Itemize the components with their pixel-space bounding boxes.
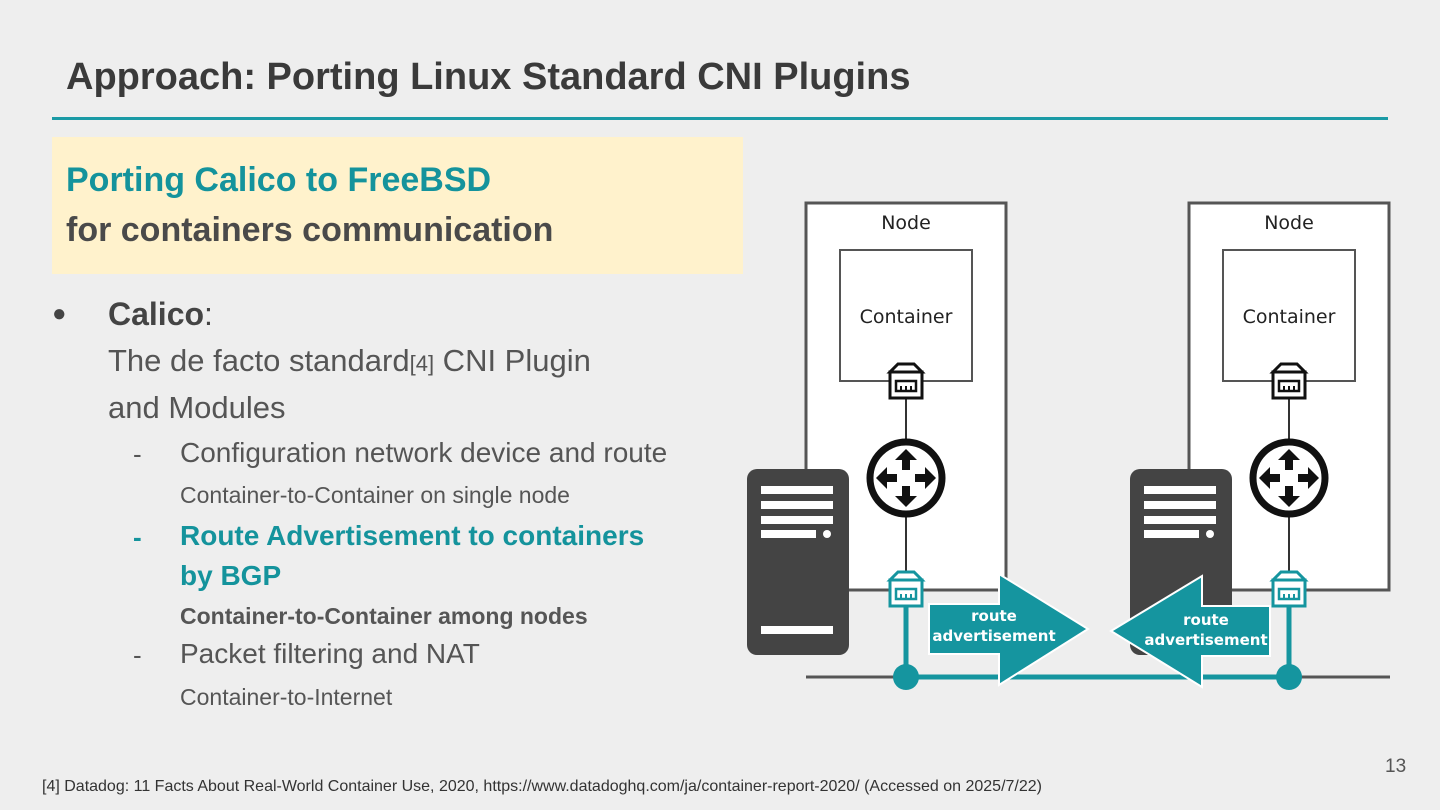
sub-item-main: Configuration network device and route xyxy=(180,437,668,468)
title-divider xyxy=(52,117,1388,120)
router-icon xyxy=(1253,442,1325,514)
router-icon xyxy=(870,442,942,514)
container-box-right xyxy=(1222,249,1356,382)
callout-box xyxy=(52,137,743,274)
sub-item-main: Packet filtering and NAT xyxy=(180,638,480,669)
dash-marker: - xyxy=(133,522,142,552)
container-label: Container xyxy=(860,306,953,328)
calico-heading: Calico: xyxy=(108,296,213,333)
bullet-dot: ● xyxy=(52,300,67,327)
arrow-label-line1: route xyxy=(1183,611,1229,629)
node-label: Node xyxy=(881,212,931,234)
arrow-label-line2: advertisement xyxy=(1144,631,1267,649)
desc-part1: The de facto standard xyxy=(108,343,410,378)
callout-heading: Porting Calico to FreeBSD xyxy=(66,161,492,199)
sub-item-main-cont: by BGP xyxy=(180,560,282,591)
dash-marker: - xyxy=(133,439,142,469)
node-connection-dot xyxy=(1276,664,1302,690)
footnote: [4] Datadog: 11 Facts About Real-World C… xyxy=(42,778,1042,795)
arrow-right-icon: route advertisement xyxy=(928,572,1090,687)
callout-subheading: for containers communication xyxy=(66,211,554,249)
sub-item-note: Container-to-Container on single node xyxy=(180,482,570,508)
desc-part2: CNI Plugin xyxy=(434,343,591,378)
server-icon xyxy=(747,469,849,655)
sub-item-main: Route Advertisement to containers xyxy=(180,520,645,551)
container-box-left xyxy=(839,249,973,382)
dash-marker: - xyxy=(133,640,142,670)
ethernet-port-icon xyxy=(1271,362,1307,400)
node-label: Node xyxy=(1264,212,1314,234)
node-connection-dot xyxy=(893,664,919,690)
sub-item-note: Container-to-Internet xyxy=(180,684,393,710)
ethernet-port-icon xyxy=(1271,570,1307,608)
sub-item-note: Container-to-Container among nodes xyxy=(180,603,588,629)
ethernet-port-icon xyxy=(888,570,924,608)
calico-colon: : xyxy=(204,296,213,332)
arrow-label-line2: advertisement xyxy=(932,627,1055,645)
ethernet-port-icon xyxy=(888,362,924,400)
slide-title: Approach: Porting Linux Standard CNI Plu… xyxy=(66,56,911,98)
calico-description-line2: and Modules xyxy=(108,390,286,425)
calico-network-diagram: Node Container Node Container route adve… xyxy=(747,201,1391,690)
citation-ref: [4] xyxy=(409,351,435,376)
arrow-label-line1: route xyxy=(971,607,1017,625)
calico-term: Calico xyxy=(108,296,205,332)
calico-description-line1: The de facto standard[4] CNI Plugin xyxy=(108,343,591,379)
arrow-left-icon: route advertisement xyxy=(1109,574,1271,689)
container-label: Container xyxy=(1243,306,1336,328)
page-number: 13 xyxy=(1385,756,1407,777)
